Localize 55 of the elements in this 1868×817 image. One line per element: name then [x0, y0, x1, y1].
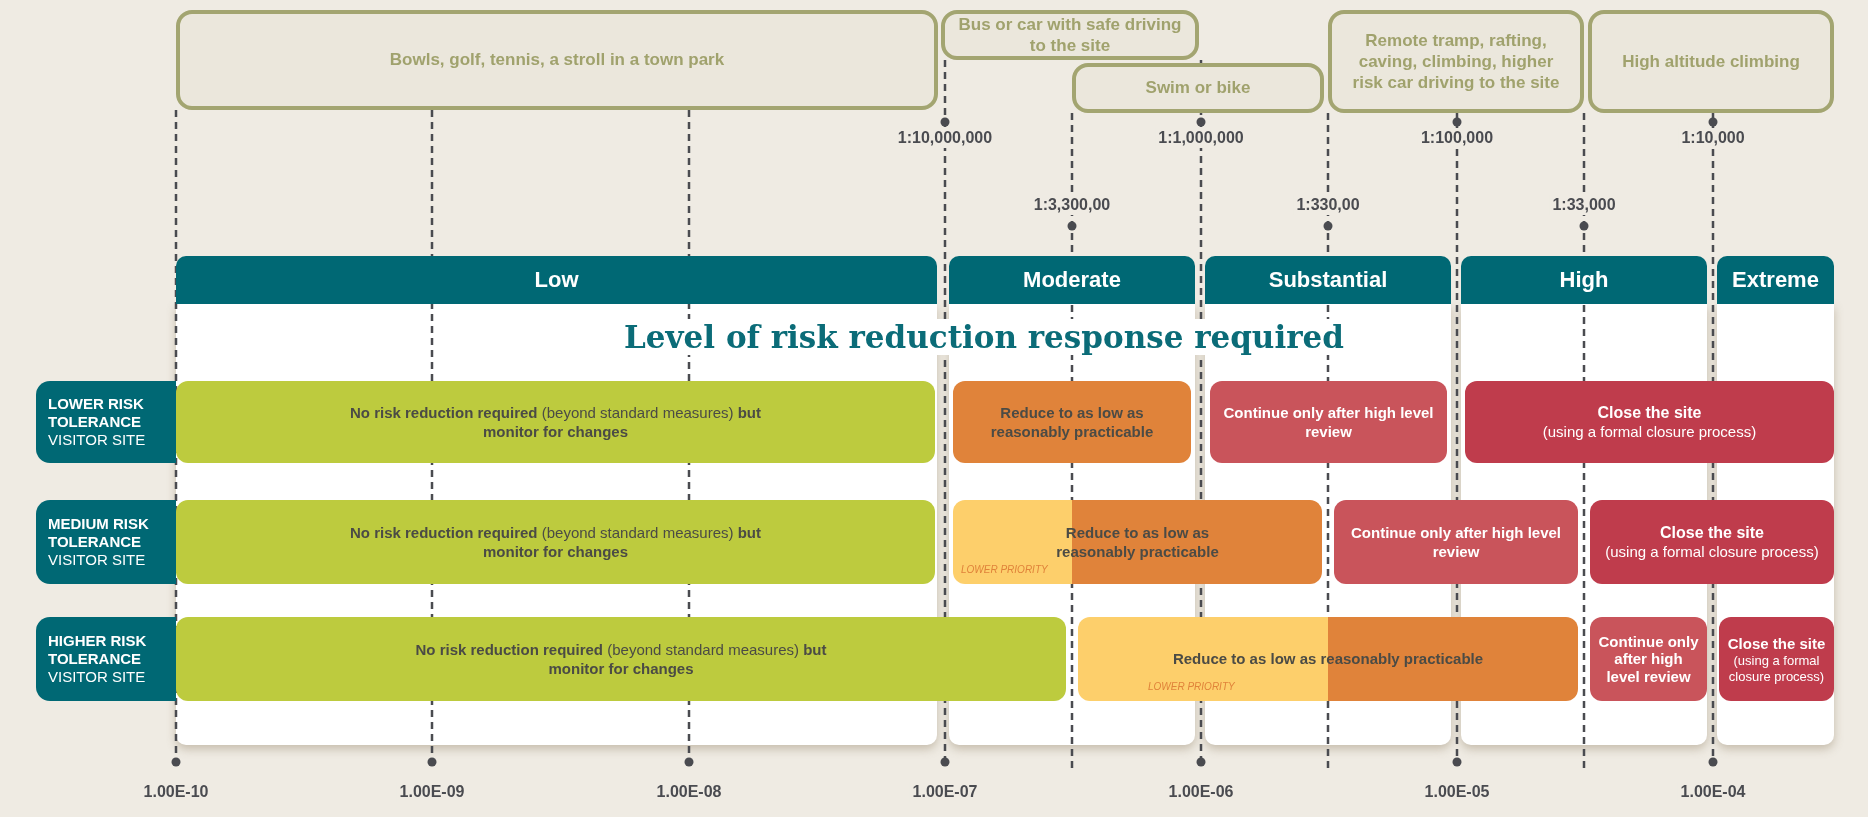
tolerance-label: LOWER RISK TOLERANCE VISITOR SITE — [48, 395, 147, 449]
tolerance-label: MEDIUM RISK TOLERANCE VISITOR SITE — [48, 515, 150, 569]
response-bar — [1465, 381, 1834, 463]
response-subtext: (using a formal closure process) — [1605, 543, 1819, 562]
risk-level-header — [176, 256, 937, 304]
response-bar — [1719, 617, 1834, 701]
response-text: No risk reduction required (beyond standard measures) but monitor for changes — [349, 522, 762, 562]
response-text: Continue only after high level review — [1222, 402, 1435, 442]
response-bar — [1590, 617, 1707, 701]
activity-label: High altitude climbing — [1622, 50, 1800, 73]
response-text: Continue only after high level review — [1598, 633, 1699, 685]
response-bar — [1590, 500, 1834, 584]
activity-box — [176, 10, 938, 110]
tolerance-tag — [36, 381, 176, 463]
response-text: Reduce to as low as reasonably practicable — [1055, 522, 1220, 562]
response-text: No risk reduction required (beyond standard measures) but monitor for changes — [414, 639, 828, 679]
response-text: Reduce to as low as reasonably practicable — [989, 402, 1155, 442]
activity-label: Swim or bike — [1145, 77, 1251, 99]
response-bar — [1334, 500, 1578, 584]
activity-label: Remote tramp, rafting, caving, climbing, higher risk car driving to the site — [1351, 29, 1561, 94]
response-subtext: (using a formal closure process) — [1542, 423, 1757, 442]
risk-level-label: Moderate — [1023, 267, 1121, 293]
risk-level-label: Substantial — [1268, 267, 1388, 293]
tolerance-tag — [36, 500, 176, 584]
response-text: No risk reduction required (beyond standard measures) but monitor for changes — [349, 402, 762, 442]
response-subtext: (using a formal closure process) — [1727, 653, 1826, 685]
response-text: Reduce to as low as reasonably practicable — [1172, 649, 1484, 669]
activity-label: Bowls, golf, tennis, a stroll in a town park — [389, 49, 725, 71]
activity-label: Bus or car with safe driving to the site — [957, 13, 1183, 57]
response-bar — [176, 500, 935, 584]
activity-box — [1328, 10, 1584, 113]
tolerance-tag — [36, 617, 176, 701]
activity-box — [1072, 63, 1324, 113]
response-bar — [1078, 617, 1578, 701]
priority-note: LOWER PRIORITY — [1148, 680, 1235, 693]
activity-box — [1588, 10, 1834, 113]
response-bar — [1210, 381, 1447, 463]
priority-note: LOWER PRIORITY — [961, 563, 1048, 576]
response-text: Continue only after high level review — [1350, 522, 1562, 562]
activity-box — [941, 10, 1199, 60]
response-bar — [953, 381, 1191, 463]
risk-level-header — [949, 256, 1195, 304]
risk-level-label: Extreme — [1732, 267, 1819, 293]
response-text: Close the site — [1727, 633, 1826, 654]
response-bar — [953, 500, 1322, 584]
response-text: Close the site — [1597, 402, 1702, 423]
response-bar — [176, 617, 1066, 701]
risk-level-header — [1461, 256, 1707, 304]
tolerance-label: HIGHER RISK TOLERANCE VISITOR SITE — [48, 632, 148, 686]
risk-level-label: Low — [534, 267, 579, 293]
risk-level-header — [1717, 256, 1834, 304]
risk-level-header — [1205, 256, 1451, 304]
response-text: Close the site — [1660, 522, 1764, 543]
response-bar — [176, 381, 935, 463]
risk-level-label: High — [1559, 267, 1609, 293]
